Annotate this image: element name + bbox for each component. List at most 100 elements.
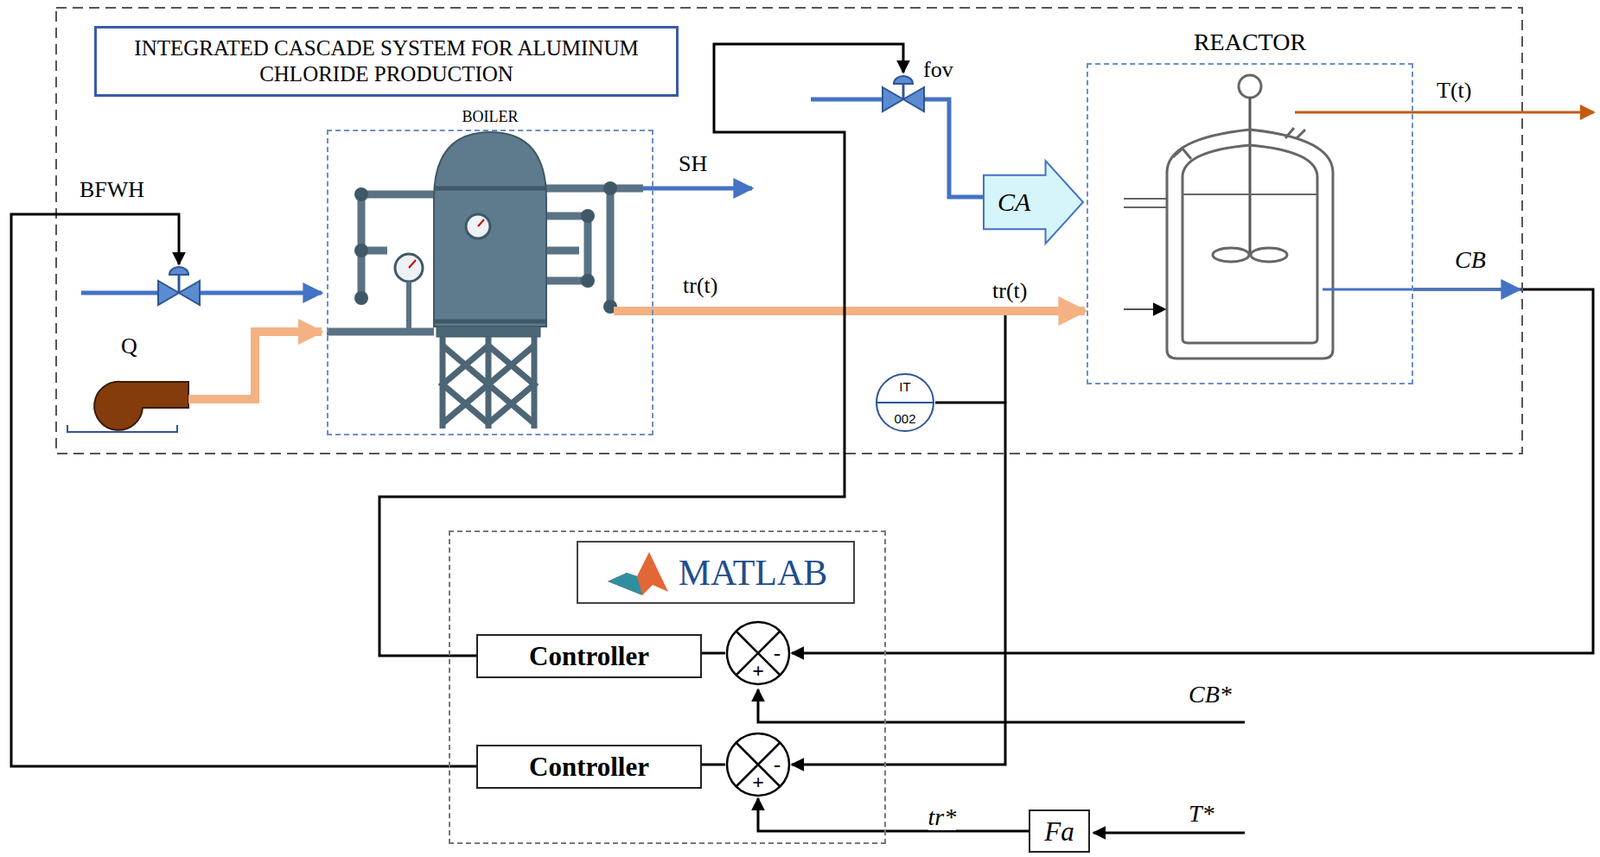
boiler-vessel	[433, 319, 547, 325]
boiler-vessel	[357, 250, 366, 299]
reactor-vessel	[1123, 75, 1333, 359]
boiler-vessel	[326, 132, 753, 429]
function-block: Fa	[1028, 809, 1091, 854]
node-text: MATLAB	[678, 554, 829, 592]
boiler-vessel	[465, 214, 491, 239]
setpoint-line	[758, 689, 1245, 723]
feed-valve	[902, 83, 906, 100]
label-holder: CB*	[1188, 681, 1232, 709]
reactor-vessel	[1123, 206, 1167, 209]
boiler-vessel	[546, 247, 580, 255]
heat-blower	[67, 331, 322, 433]
boiler-region: BOILER	[326, 129, 654, 436]
stream-name: SH	[678, 151, 708, 177]
energy-label: Q	[121, 333, 138, 359]
logo-peak	[607, 552, 669, 596]
control-signal	[379, 44, 904, 657]
reactor-vessel	[1250, 248, 1288, 262]
heat-blower	[188, 331, 322, 400]
node-text: Controller	[529, 643, 650, 670]
signal-name: tr(t)	[992, 278, 1027, 304]
transmitter-circle: REACTOR	[1086, 63, 1414, 385]
signal-line	[701, 652, 726, 656]
reactor-vessel	[1238, 75, 1262, 98]
label-holder: Q	[121, 333, 138, 360]
label-holder: tr(t)	[682, 273, 718, 300]
valve-name: fov	[923, 57, 954, 83]
signal-name: CB	[1454, 246, 1486, 274]
feed-valve	[893, 76, 913, 84]
label-holder: tr(t)	[992, 278, 1027, 305]
label-holder: tr*	[928, 803, 957, 832]
reactor-vessel	[1182, 145, 1318, 344]
feed-valve	[922, 99, 983, 198]
function-block: -+	[725, 732, 791, 798]
boiler-vessel	[488, 345, 535, 424]
reactor-vessel	[1166, 129, 1333, 359]
feedwater-line	[81, 291, 160, 296]
feed-valve	[810, 76, 983, 198]
steam-pipe	[653, 306, 1085, 316]
reactor-vessel	[1285, 127, 1306, 139]
boiler-vessel	[361, 194, 434, 251]
boiler-vessel	[354, 243, 369, 258]
boiler-vessel	[433, 132, 547, 327]
logo-base	[607, 573, 643, 596]
label-holder: BFWH	[79, 177, 145, 204]
junction-circle	[726, 622, 790, 685]
measurement-line	[1004, 315, 1008, 403]
node-text: +	[749, 773, 767, 791]
boiler-vessel	[406, 281, 412, 332]
boiler-vessel	[610, 188, 616, 307]
label-holder: T*	[1188, 800, 1215, 829]
product-line	[1322, 288, 1520, 292]
boiler-vessel	[580, 209, 595, 224]
feed-valve	[810, 97, 885, 102]
node-text: INTEGRATED CASCADE SYSTEM FOR ALUMINUM C…	[105, 35, 668, 88]
node-text: +	[749, 662, 767, 680]
signal-name: T(t)	[1436, 77, 1472, 103]
label-holder: CB	[1454, 246, 1486, 275]
edge-label: tr*	[928, 803, 957, 831]
signal-line	[758, 798, 1029, 832]
boiler-vessel	[442, 345, 489, 424]
boiler-vessel	[546, 184, 644, 193]
controller-box: -+	[725, 620, 791, 687]
boiler-vessel	[442, 337, 535, 429]
boiler-vessel	[436, 326, 541, 338]
setpoint-name: T*	[1188, 800, 1215, 828]
system-boundary	[56, 7, 1523, 454]
feedwater-line	[197, 291, 322, 296]
matlab-logo-box: MATLAB	[576, 541, 855, 605]
node-text: CA	[982, 159, 1046, 245]
boiler-vessel	[546, 216, 588, 281]
summing-junction: Controller	[476, 634, 702, 679]
reactor-vessel	[1123, 308, 1166, 311]
control-signal	[11, 214, 477, 767]
reactor-vessel	[1123, 197, 1167, 200]
boiler-vessel	[354, 291, 369, 306]
setpoint-name: CB*	[1188, 681, 1232, 708]
reactor-vessel	[1172, 148, 1192, 160]
boiler-vessel	[603, 181, 618, 196]
boiler-vessel	[433, 186, 547, 192]
edge-label: tr(t)	[682, 273, 718, 299]
boiler-vessel	[580, 274, 595, 288]
boiler-vessel	[354, 187, 369, 202]
node-text: REACTOR	[1088, 30, 1412, 55]
junction-circle	[726, 733, 790, 797]
boiler-vessel	[478, 219, 485, 227]
bubble-divider	[876, 401, 934, 404]
node-text: -	[768, 756, 786, 774]
label-holder: fov	[923, 57, 954, 83]
boiler-vessel	[488, 345, 535, 424]
boiler-vessel	[442, 345, 489, 424]
node-text: IT	[874, 372, 936, 402]
label-holder: T(t)	[1436, 77, 1472, 104]
summing-junction: Controller	[476, 745, 702, 790]
feedwater-line	[169, 267, 189, 275]
temperature-line	[1294, 111, 1594, 115]
